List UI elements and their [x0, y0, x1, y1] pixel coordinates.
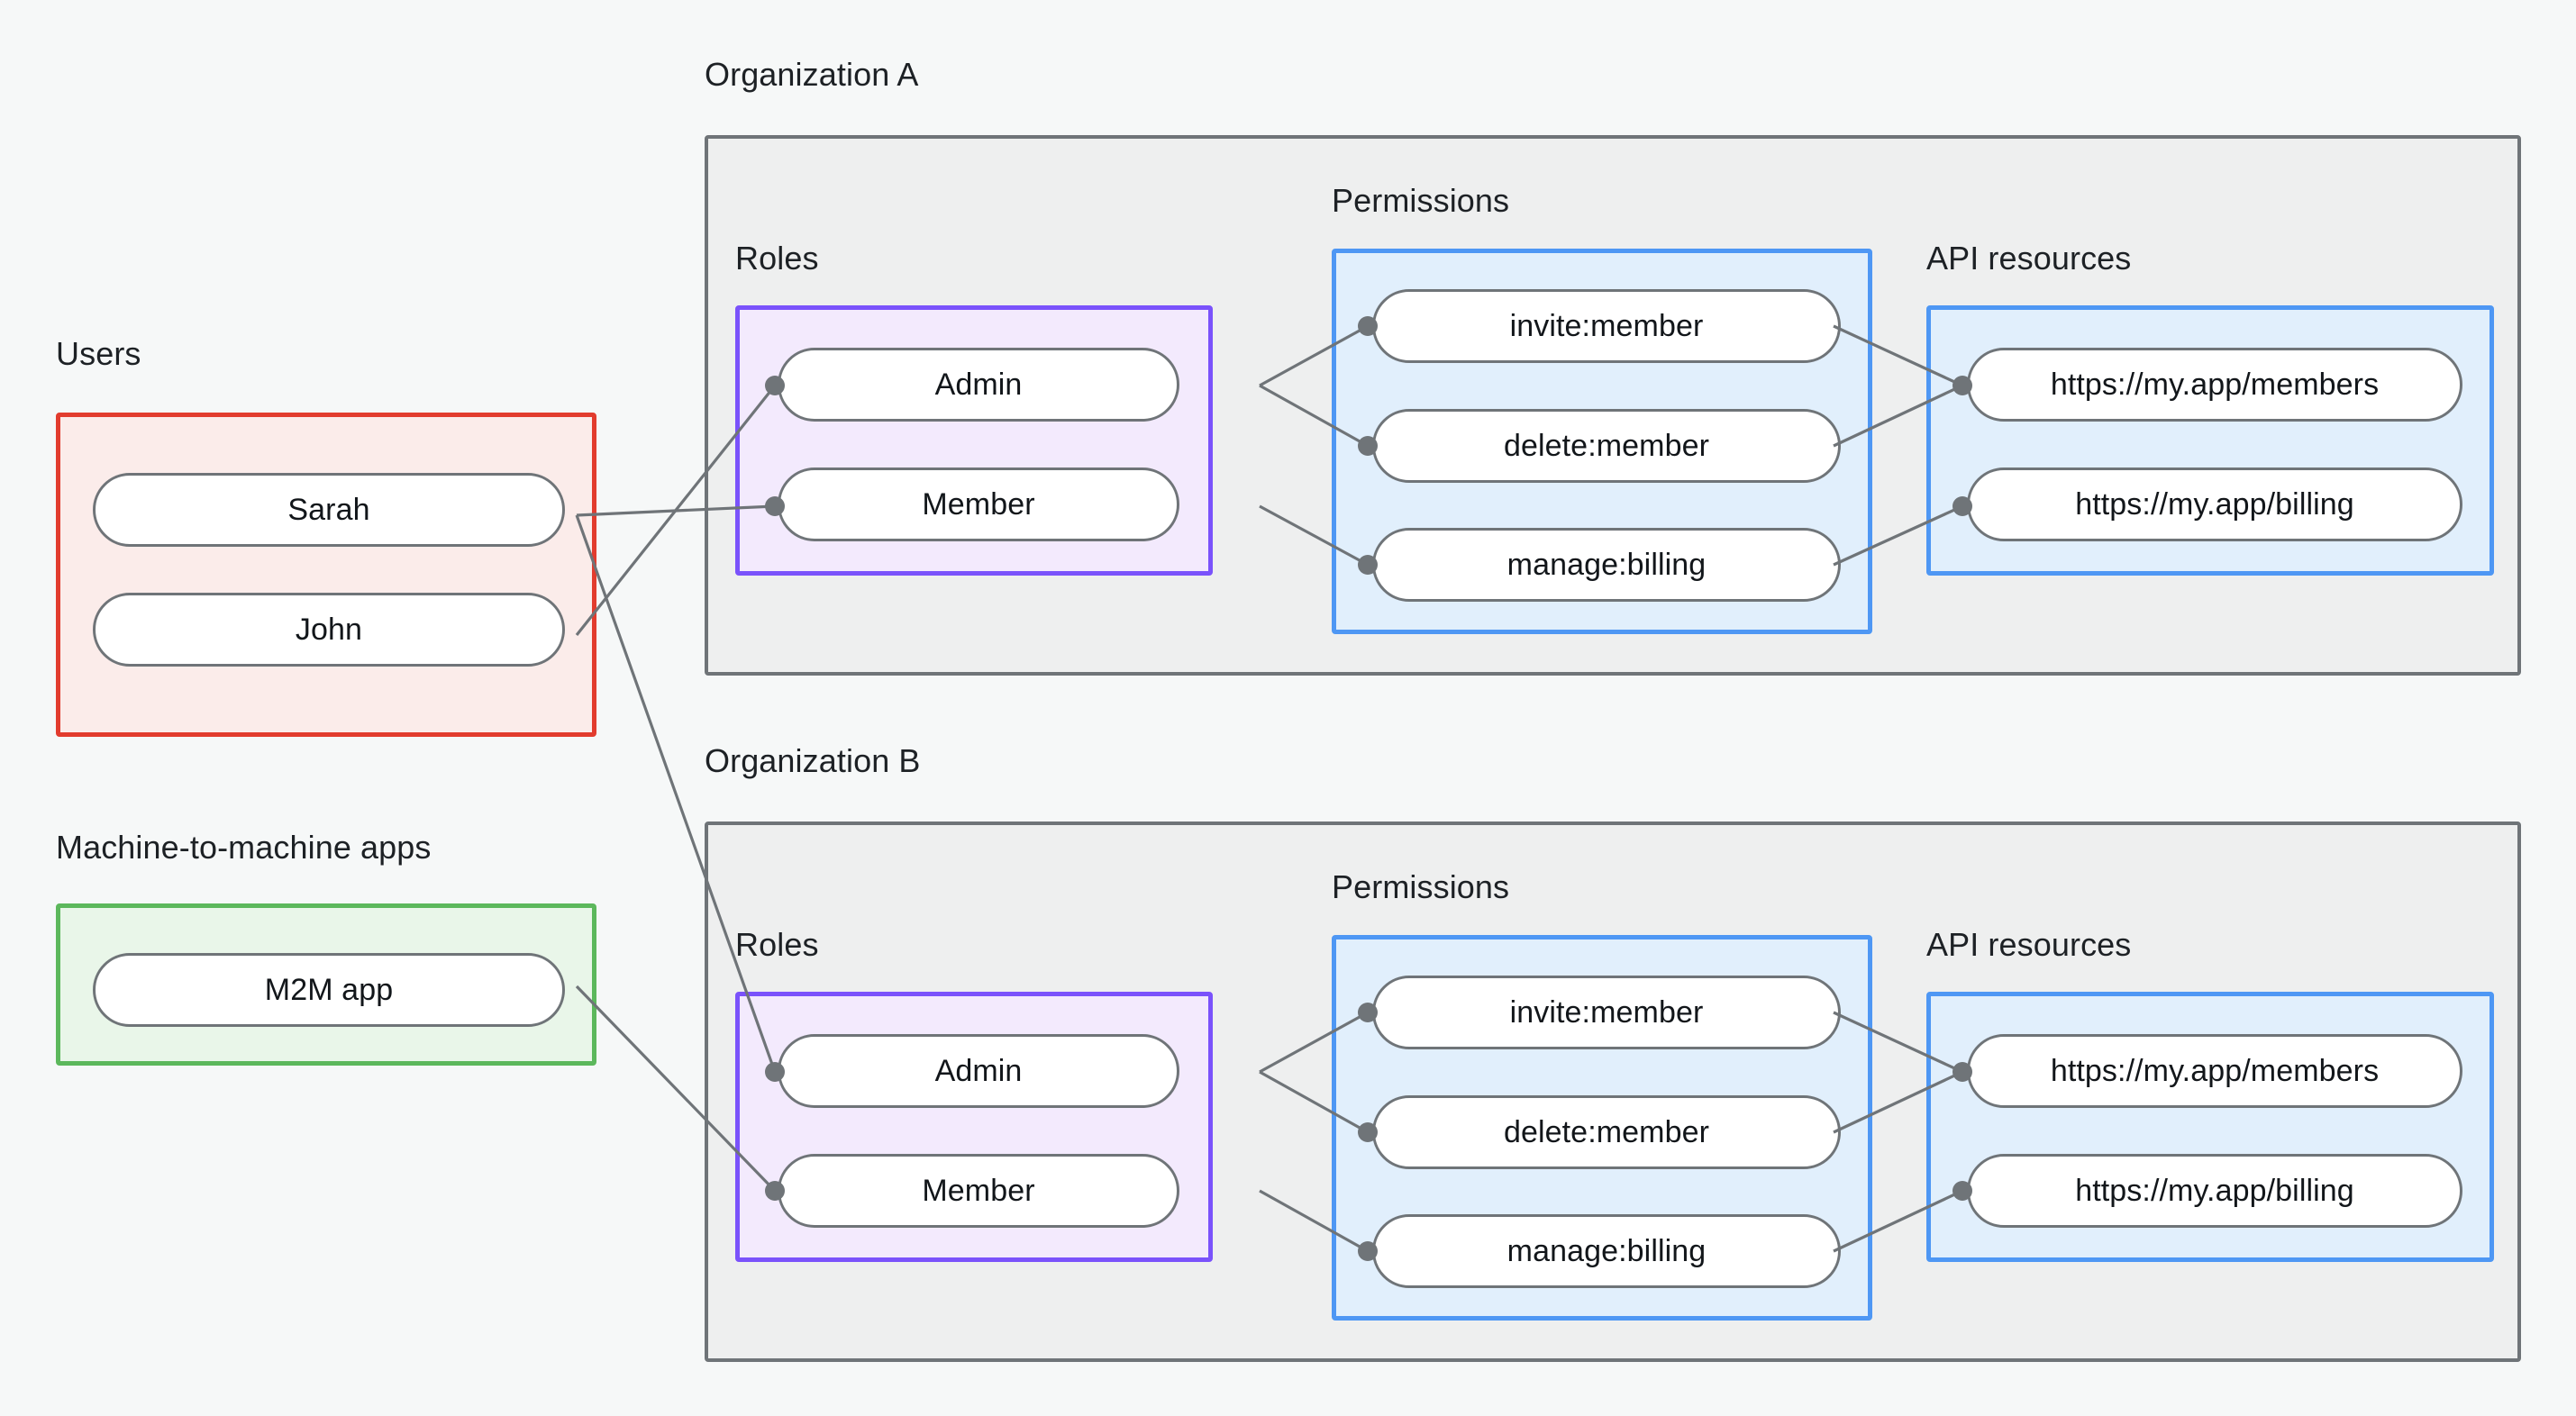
- organization-b-container: Roles Admin Member Permissions invite:me…: [705, 821, 2521, 1362]
- org-a-api-resource-billing[interactable]: https://my.app/billing: [1967, 467, 2462, 541]
- org-a-permissions-container: invite:member delete:member manage:billi…: [1332, 249, 1872, 634]
- org-a-permission-invite-member[interactable]: invite:member: [1372, 289, 1841, 363]
- user-node-john[interactable]: John: [93, 593, 565, 667]
- org-b-roles-container: Admin Member: [735, 992, 1213, 1262]
- org-b-permissions-container: invite:member delete:member manage:billi…: [1332, 935, 1872, 1321]
- organization-b-label: Organization B: [705, 742, 921, 779]
- org-a-api-resources-label: API resources: [1926, 240, 2132, 277]
- org-a-role-member[interactable]: Member: [778, 467, 1179, 541]
- org-b-api-resources-container: https://my.app/members https://my.app/bi…: [1926, 992, 2494, 1262]
- org-b-roles-label: Roles: [735, 926, 819, 963]
- org-b-permissions-label: Permissions: [1332, 868, 1510, 905]
- users-container: Sarah John: [56, 413, 596, 737]
- org-b-role-member[interactable]: Member: [778, 1154, 1179, 1228]
- organization-a-container: Roles Admin Member Permissions invite:me…: [705, 135, 2521, 676]
- org-a-permission-delete-member[interactable]: delete:member: [1372, 409, 1841, 483]
- org-b-permission-delete-member[interactable]: delete:member: [1372, 1095, 1841, 1169]
- m2m-container: M2M app: [56, 903, 596, 1066]
- org-a-roles-container: Admin Member: [735, 305, 1213, 576]
- org-a-permission-manage-billing[interactable]: manage:billing: [1372, 528, 1841, 602]
- org-a-permissions-label: Permissions: [1332, 182, 1510, 219]
- user-node-sarah[interactable]: Sarah: [93, 473, 565, 547]
- org-b-api-resources-label: API resources: [1926, 926, 2132, 963]
- org-a-api-resources-container: https://my.app/members https://my.app/bi…: [1926, 305, 2494, 576]
- org-b-api-resource-billing[interactable]: https://my.app/billing: [1967, 1154, 2462, 1228]
- org-a-role-admin[interactable]: Admin: [778, 348, 1179, 422]
- org-a-api-resource-members[interactable]: https://my.app/members: [1967, 348, 2462, 422]
- m2m-group-label: Machine-to-machine apps: [56, 829, 432, 866]
- organization-a-label: Organization A: [705, 56, 919, 93]
- org-b-permission-invite-member[interactable]: invite:member: [1372, 976, 1841, 1049]
- m2m-node-app[interactable]: M2M app: [93, 953, 565, 1027]
- users-group-label: Users: [56, 335, 141, 372]
- org-b-role-admin[interactable]: Admin: [778, 1034, 1179, 1108]
- org-b-permission-manage-billing[interactable]: manage:billing: [1372, 1214, 1841, 1288]
- org-a-roles-label: Roles: [735, 240, 819, 277]
- org-b-api-resource-members[interactable]: https://my.app/members: [1967, 1034, 2462, 1108]
